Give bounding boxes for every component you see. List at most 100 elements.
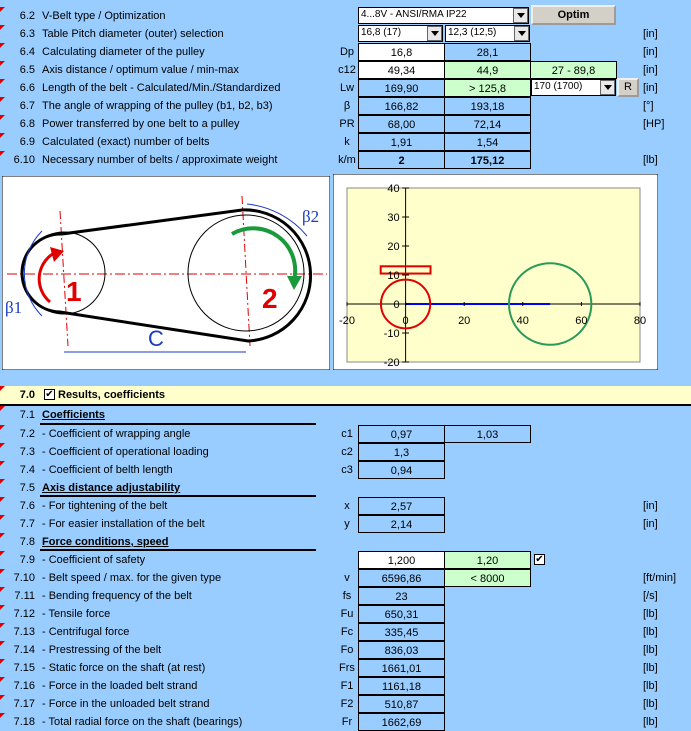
row-unit: [lb]	[643, 626, 658, 638]
row-6-6: 6.6 Length of the belt - Calculated/Min.…	[0, 79, 691, 97]
row-symbol: Fu	[340, 608, 354, 620]
pitch-diameter-1-value: 16,8 (17)	[361, 27, 402, 38]
row-number: 7.9	[0, 551, 35, 569]
row-7-7: 7.7 - For easier installation of the bel…	[0, 515, 691, 533]
row-symbol: F2	[340, 698, 354, 710]
row-symbol: c2	[341, 446, 353, 458]
row-number: 6.6	[0, 79, 35, 97]
results-header-band	[0, 386, 691, 404]
pulley2-number: 2	[262, 283, 278, 314]
row-6-8: 6.8 Power transferred by one belt to a p…	[0, 115, 691, 133]
row-label: Calculated (exact) number of belts	[42, 136, 210, 148]
row-label: - Centrifugal force	[42, 626, 130, 638]
x-tick-label: -20	[339, 315, 355, 327]
row-7-15: 7.15 - Static force on the shaft (at res…	[0, 659, 691, 677]
row-label: Calculating diameter of the pulley	[42, 46, 205, 58]
row-symbol: Fo	[340, 644, 354, 656]
row-7-18: 7.18 - Total radial force on the shaft (…	[0, 713, 691, 731]
rotation-arrow-2	[230, 226, 298, 281]
row-label: - Prestressing of the belt	[42, 644, 162, 656]
row-unit: [in]	[643, 28, 658, 40]
pulley-diagram: β1 β2 1 2 C	[2, 176, 330, 370]
y-tick-label: -10	[384, 328, 400, 340]
row-label: The angle of wrapping of the pulley (b1,…	[42, 100, 273, 112]
row-number: 7.10	[0, 569, 35, 587]
section-title-coefficients: Coefficients	[42, 409, 105, 421]
row-label: - For tightening of the belt	[42, 500, 168, 512]
pitch-diameter-1-select[interactable]: 16,8 (17)	[358, 25, 443, 42]
axis-distance-input[interactable]: 49,34	[358, 61, 445, 79]
chevron-down-icon[interactable]	[600, 80, 615, 95]
wrap-angle-2: 193,18	[444, 97, 531, 115]
section-title-force: Force conditions, speed	[42, 536, 169, 548]
row-number: 6.2	[0, 7, 35, 25]
row-number: 7.4	[0, 461, 35, 479]
y-tick-label: -20	[384, 357, 400, 369]
safety-checkbox[interactable]: ✔	[534, 554, 545, 565]
row-label: - Force in the loaded belt strand	[42, 680, 198, 692]
belt-length-calculated: 169,90	[358, 79, 445, 97]
results-checkbox[interactable]: ✔	[44, 389, 55, 400]
diameter-1-input[interactable]: 16,8	[358, 43, 445, 61]
row-label: - Total radial force on the shaft (beari…	[42, 716, 243, 728]
row-6-4: 6.4 Calculating diameter of the pulley D…	[0, 43, 691, 61]
row-unit: [in]	[643, 64, 658, 76]
row-number: 7.2	[0, 425, 35, 443]
row-number: 7.8	[0, 533, 35, 551]
row-unit: [ft/min]	[643, 572, 677, 584]
section-title-axis-distance: Axis distance adjustability	[42, 482, 181, 494]
pulley1-number: 1	[66, 276, 82, 307]
row-unit: [in]	[643, 518, 658, 530]
pulley1-plot-circle	[379, 278, 432, 330]
row-unit: [in]	[643, 46, 658, 58]
y-tick-label: 30	[387, 212, 399, 224]
row-unit: [°]	[643, 100, 654, 112]
row-unit: [HP]	[643, 118, 665, 130]
row-7-10: 7.10 - Belt speed / max. for the given t…	[0, 569, 691, 587]
row-label: - Bending frequency of the belt	[42, 590, 192, 602]
row-label: - Coefficient of belth length	[42, 464, 173, 476]
diameter-2-value: 28,1	[444, 43, 531, 61]
arrow-head-icon	[287, 276, 302, 290]
belt-type-select[interactable]: 4...8V - ANSI/RMA IP22	[358, 7, 529, 24]
x-tick-label: 20	[458, 315, 470, 327]
row-unit: [lb]	[643, 680, 658, 692]
row-6-5: 6.5 Axis distance / optimum value / min-…	[0, 61, 691, 79]
beta2-arc	[246, 203, 308, 237]
r-button[interactable]: R	[617, 78, 639, 97]
row-number: 7.0	[0, 386, 35, 404]
row-label: Power transferred by one belt to a pulle…	[42, 118, 240, 130]
row-symbol: Frs	[339, 662, 355, 674]
row-number: 6.10	[0, 151, 35, 169]
row-symbol: x	[344, 500, 350, 512]
row-label: Table Pitch diameter (outer) selection	[42, 28, 224, 40]
row-symbol: β	[343, 100, 351, 112]
y-tick-label: 40	[387, 183, 399, 195]
chevron-down-icon[interactable]	[427, 26, 442, 41]
standard-length-select[interactable]: 170 (1700)	[531, 79, 616, 96]
pitch-diameter-2-select[interactable]: 12,3 (12,5)	[445, 25, 530, 42]
row-7-6: 7.6 - For tightening of the belt x 2,57 …	[0, 497, 691, 515]
row-label: - Belt speed / max. for the given type	[42, 572, 222, 584]
power-per-belt-2: 72,14	[444, 115, 531, 133]
row-number: 7.7	[0, 515, 35, 533]
row-number: 6.4	[0, 43, 35, 61]
row-unit: [lb]	[643, 716, 658, 728]
safety-coef-input[interactable]: 1,200	[358, 551, 445, 569]
chevron-down-icon[interactable]	[514, 26, 529, 41]
bending-frequency-value: 23	[358, 587, 445, 605]
optim-button[interactable]: Optim	[531, 5, 616, 25]
row-symbol: Lw	[339, 82, 355, 94]
chevron-down-icon[interactable]	[513, 8, 528, 23]
row-7-0: 7.0 ✔ Results, coefficients	[0, 386, 691, 404]
axis-distance-range: 27 - 89,8	[530, 61, 617, 79]
row-number: 7.1	[0, 406, 35, 424]
approx-weight: 175,12	[444, 151, 531, 169]
tensile-force-value: 650,31	[358, 605, 445, 623]
row-unit: [lb]	[643, 608, 658, 620]
row-label: - Coefficient of operational loading	[42, 446, 209, 458]
diagram-frame	[2, 176, 330, 370]
row-unit: [/s]	[643, 590, 658, 602]
row-symbol: k	[344, 136, 350, 148]
